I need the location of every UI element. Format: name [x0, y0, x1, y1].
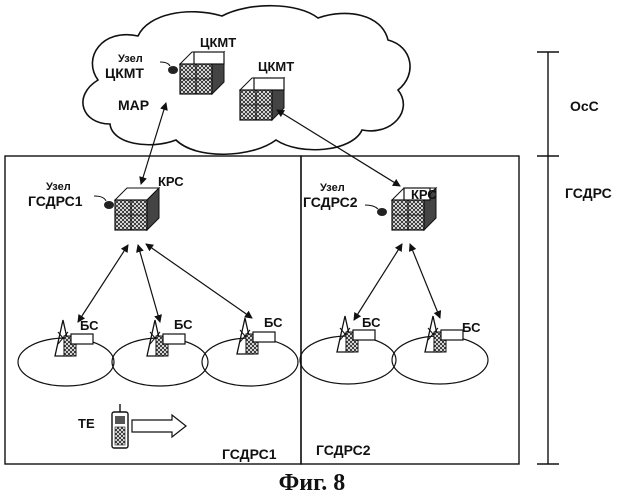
scale-bracket: [537, 52, 559, 464]
right-controller-label: КРС: [411, 187, 437, 202]
cloud-node-label-line1: Узел: [118, 53, 143, 65]
right-area-label: ГСДРС2: [316, 442, 371, 458]
left-controller-label: КРС: [158, 174, 184, 189]
bs-label-3: БС: [264, 315, 283, 330]
bs-label-4: БС: [362, 315, 381, 330]
bs-label-2: БС: [174, 317, 193, 332]
msc-switch-icon-2: [240, 78, 284, 120]
base-station-icon-5: [425, 316, 463, 352]
cloud-node-label-line2: ЦКМТ: [105, 65, 144, 81]
msc-switch-icon-1: [180, 52, 224, 94]
left-node-label-line1: Узел: [46, 181, 71, 193]
msc1-label: ЦКМТ: [200, 35, 236, 50]
figure-caption: Фиг. 8: [279, 470, 346, 496]
left-area-label: ГСДРС1: [222, 446, 277, 462]
right-node-label-line1: Узел: [320, 182, 345, 194]
movement-arrow-icon: [132, 415, 186, 437]
node-marker-icon-right: [377, 208, 387, 216]
terminal-label: ТЕ: [78, 416, 95, 431]
scale-upper-label: ОсС: [570, 98, 599, 114]
node-marker-icon-left: [104, 201, 114, 209]
terminal-phone-icon: [112, 404, 128, 448]
map-label: МАР: [118, 97, 149, 113]
left-node-label-line2: ГСДРС1: [28, 193, 83, 209]
bs-label-5: БС: [462, 320, 481, 335]
node-marker-icon-cloud: [168, 66, 178, 74]
right-node-label-line2: ГСДРС2: [303, 194, 358, 210]
msc2-label: ЦКМТ: [258, 59, 294, 74]
scale-lower-label: ГСДРС: [565, 185, 612, 201]
bs-label-1: БС: [80, 318, 99, 333]
controller-icon-left: [115, 188, 159, 230]
